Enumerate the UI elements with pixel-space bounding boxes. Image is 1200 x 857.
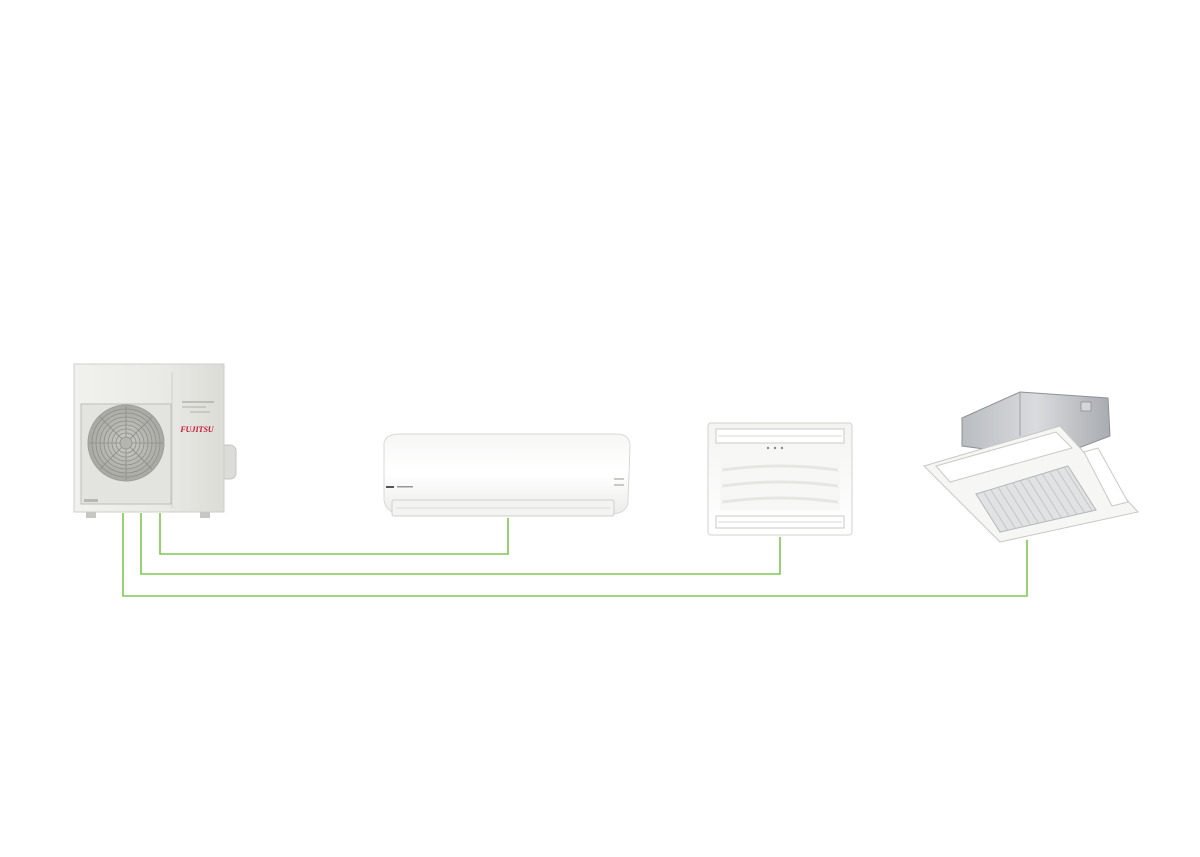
cassette-grille-slat (1005, 484, 1032, 526)
cassette-grille-slat (1034, 475, 1062, 519)
cassette-grille-slat (982, 491, 1009, 531)
cassette-icon (923, 391, 1139, 543)
brand-logo: FUJITSU (179, 425, 215, 434)
outdoor-unit-icon: FUJITSU (73, 363, 237, 518)
cassette-grille-slat (990, 489, 1016, 529)
cassette-grille-slat (1056, 469, 1085, 513)
cassette-grille-slat (1012, 482, 1039, 524)
cassette-grille-slat (1019, 480, 1047, 522)
pipe-to-floor-console (140, 513, 781, 575)
refrigerant-pipes (122, 513, 1028, 597)
pipe-to-ceiling-cassette (122, 513, 1028, 597)
cassette-grille-slat (997, 487, 1024, 527)
floor-console-icon (707, 422, 853, 536)
pipe-to-wall-unit (159, 513, 509, 555)
cassette-grille-slat (1063, 466, 1093, 512)
cassette-grille-slat (1027, 478, 1055, 520)
cassette-grille-slat (1041, 473, 1070, 517)
cassette-grille-slat (1049, 471, 1078, 515)
wall-split-icon (383, 433, 631, 517)
